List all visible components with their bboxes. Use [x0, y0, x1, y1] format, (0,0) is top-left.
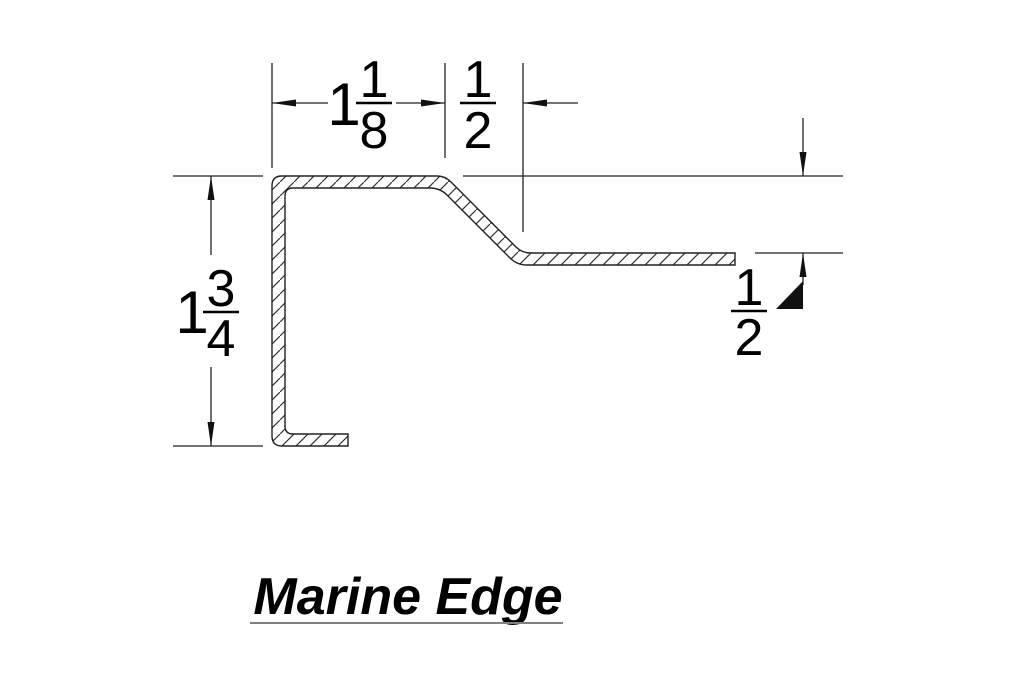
extension-lines	[173, 63, 843, 447]
arrowheads	[207, 99, 807, 446]
dim-top-width-numerator: 1	[360, 51, 389, 109]
arrowhead-top-width-left	[272, 99, 296, 107]
dim-drop-numerator: 1	[735, 259, 764, 317]
dimension-text: 1 1 8 1 2 1 3 4 1 2	[175, 51, 763, 368]
fraction-bars	[203, 101, 767, 314]
dim-slope-numerator: 1	[464, 51, 493, 109]
dim-slope-denominator: 2	[464, 102, 493, 160]
arrowhead-drop-up	[799, 253, 807, 277]
profile-outline	[271, 175, 736, 447]
dim-height-whole: 1	[175, 279, 208, 346]
dim-drop-denominator: 2	[735, 309, 764, 367]
arrowhead-drop-down	[799, 152, 807, 176]
dim-top-width-denominator: 8	[360, 102, 389, 160]
arrowhead-slope-width	[523, 99, 547, 107]
dim-top-width-whole: 1	[327, 71, 360, 138]
dim-height-denominator: 4	[207, 310, 236, 368]
arrowhead-height-down	[207, 422, 215, 446]
arrowhead-top-width-right	[421, 99, 445, 107]
arrowhead-height-up	[207, 176, 215, 200]
dim-height-numerator: 3	[207, 260, 236, 318]
slope-triangle-marker	[776, 281, 803, 309]
drawing-title: Marine Edge	[253, 568, 562, 626]
